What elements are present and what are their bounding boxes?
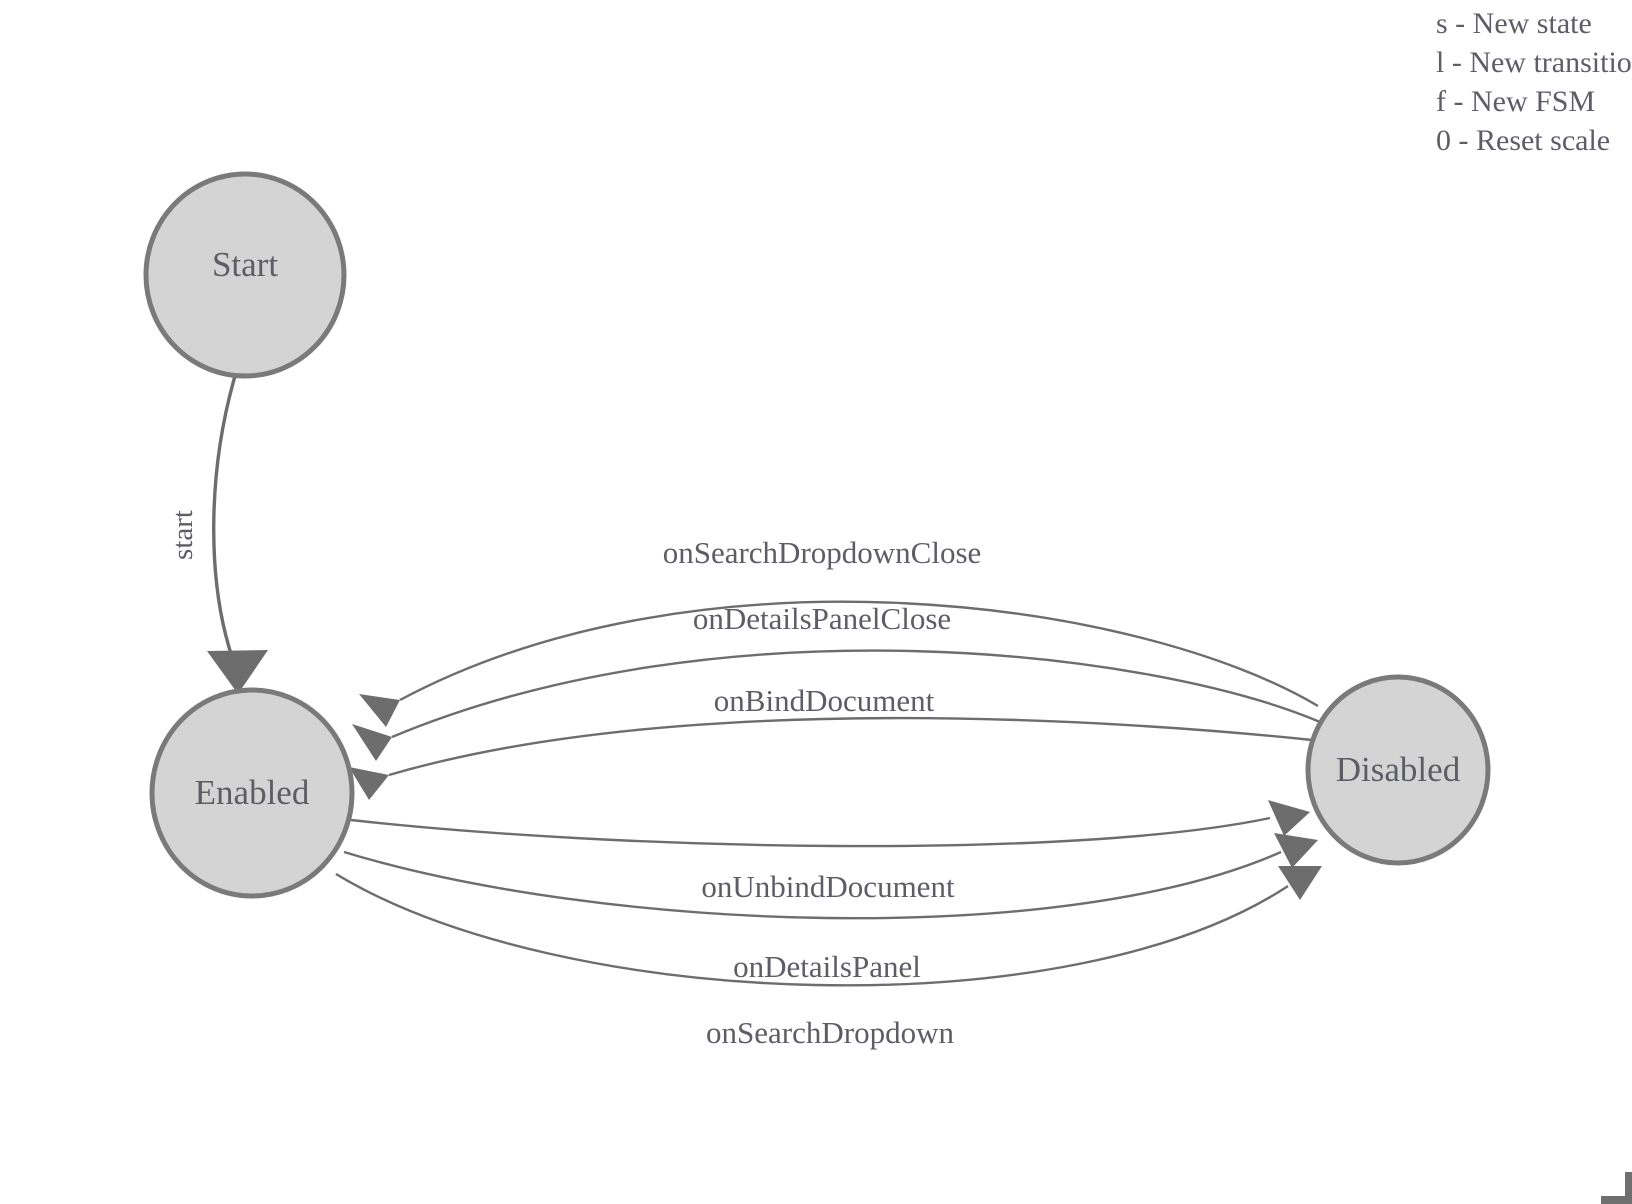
edge-label-on-details-panel: onDetailsPanel [733,949,921,984]
arrow-head-on-details-panel-close [352,724,392,761]
edge-path-on-bind-document [388,716,1313,777]
edge-label-on-unbind-document: onUnbindDocument [701,869,955,904]
edge-on-search-dropdown[interactable] [335,866,1322,987]
edge-label-on-bind-document: onBindDocument [714,683,935,718]
edge-path-on-search-dropdown-close [399,600,1319,708]
vertical-scrollbar-thumb[interactable] [1625,1172,1632,1204]
state-node-disabled-label: Disabled [1336,750,1461,789]
horizontal-scrollbar-thumb[interactable] [1601,1196,1632,1204]
state-node-enabled[interactable]: Enabled [149,687,355,899]
edge-label-on-search-dropdown: onSearchDropdown [706,1015,954,1050]
keyboard-shortcut-help: s - New state l - New transition f - New… [1436,0,1632,160]
edge-on-bind-document[interactable] [349,716,1313,800]
help-line-new-transition: l - New transition [1436,46,1632,79]
edge-path-on-unbind-document [350,816,1271,848]
state-node-start-shape [143,171,347,379]
edge-path-on-details-panel [343,850,1282,920]
edge-label-start: start [167,510,199,560]
arrow-head-on-details-panel [1274,833,1318,868]
state-node-enabled-shape [149,687,355,899]
edge-label-on-details-panel-close: onDetailsPanelClose [693,601,951,636]
state-node-disabled-shape [1305,674,1491,866]
help-line-new-state: s - New state [1436,7,1592,40]
help-line-new-fsm: f - New FSM [1436,85,1596,118]
edge-label-on-search-dropdown-close: onSearchDropdownClose [663,535,982,570]
edge-path-on-details-panel-close [391,649,1321,739]
arrow-head-on-bind-document [349,767,389,800]
state-node-enabled-label: Enabled [195,773,310,812]
edge-on-search-dropdown-close[interactable] [359,600,1319,727]
edge-on-details-panel-close[interactable] [352,649,1321,761]
edge-start[interactable] [207,375,268,694]
state-node-disabled[interactable]: Disabled [1305,674,1491,866]
help-line-reset-scale: 0 - Reset scale [1436,124,1611,157]
arrow-head-on-unbind-document [1268,800,1310,836]
state-node-start[interactable]: Start [143,171,347,379]
arrow-head-start [207,650,268,694]
edge-path-on-search-dropdown [335,872,1289,987]
edge-on-details-panel[interactable] [343,833,1318,920]
arrow-head-on-search-dropdown [1278,866,1322,900]
edge-on-unbind-document[interactable] [350,800,1310,848]
edge-path-start [212,375,237,661]
arrow-head-on-search-dropdown-close [359,694,400,727]
state-node-start-label: Start [212,245,278,284]
